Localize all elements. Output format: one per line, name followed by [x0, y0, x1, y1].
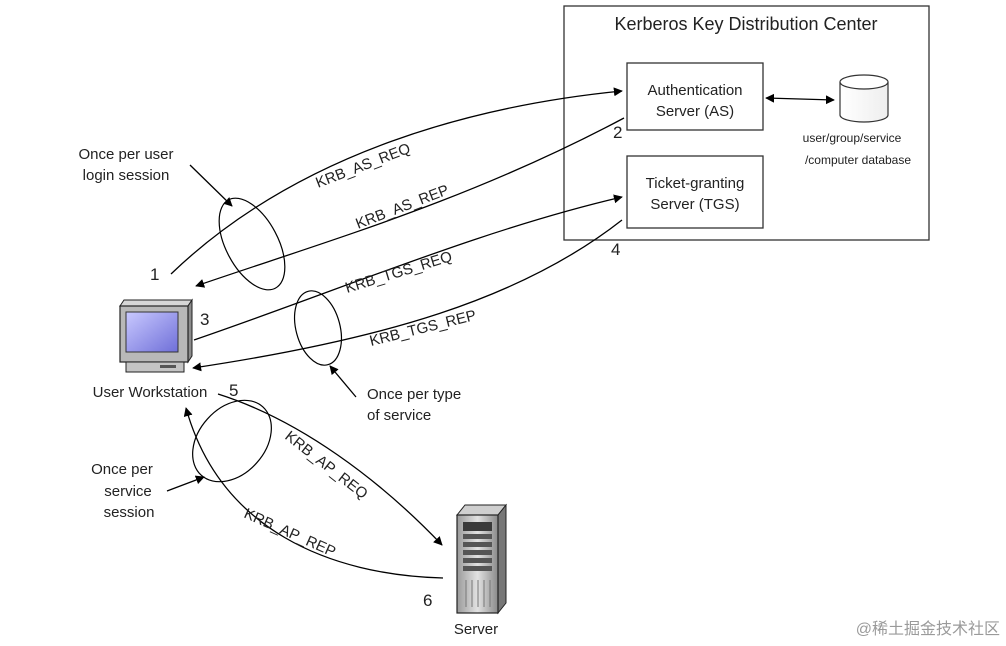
service-session-note-line3: session [104, 504, 155, 521]
service-session-lasso [192, 399, 272, 483]
workstation-icon [119, 298, 193, 373]
step-5: 5 [229, 381, 238, 400]
ap-req-label: KRB_AP_REQ [282, 428, 371, 503]
database-label-line1: user/group/service [803, 131, 902, 145]
step-6: 6 [423, 591, 432, 610]
login-session-note-line1: Once per user [78, 146, 173, 163]
tgs-label-line2: Server (TGS) [650, 196, 739, 213]
step-1: 1 [150, 265, 159, 284]
tgs-req-arrow [193, 194, 623, 341]
database-icon [839, 74, 889, 123]
step-2: 2 [613, 123, 622, 142]
authentication-server-box [626, 62, 764, 131]
service-session-pointer [166, 475, 205, 492]
watermark: @稀土掘金技术社区 [856, 620, 1000, 638]
workstation-label: User Workstation [93, 384, 208, 401]
ap-req-arrow [217, 393, 443, 546]
as-rep-arrow [195, 117, 625, 288]
step-3: 3 [200, 310, 209, 329]
service-session-note-line2: service [104, 483, 152, 500]
as-rep-label: KRB_AS_REP [353, 182, 451, 233]
service-type-note-line2: of service [367, 407, 431, 424]
service-type-note-line1: Once per type [367, 386, 461, 403]
as-req-label: KRB_AS_REQ [313, 140, 412, 192]
tgs-rep-arrow [192, 219, 623, 372]
service-session-note-line1: Once per [91, 461, 153, 478]
login-session-lasso [218, 197, 286, 291]
server-label: Server [454, 621, 498, 638]
tgs-req-label: KRB_TGS_REQ [343, 248, 454, 297]
as-label-line2: Server (AS) [656, 103, 734, 120]
database-label-line2: /computer database [805, 153, 911, 167]
kdc-title: Kerberos Key Distribution Center [614, 14, 877, 34]
ticket-granting-server-box [626, 155, 764, 229]
tgs-rep-label: KRB_TGS_REP [368, 307, 478, 350]
as-label-line1: Authentication [647, 82, 742, 99]
step-4: 4 [611, 240, 620, 259]
service-type-pointer [329, 365, 357, 398]
ap-rep-arrow [183, 407, 444, 579]
server-icon [455, 503, 508, 615]
ap-rep-label: KRB_AP_REP [241, 505, 338, 561]
as-req-arrow [170, 87, 623, 275]
tgs-label-line1: Ticket-granting [646, 175, 745, 192]
login-session-pointer [189, 164, 233, 207]
login-session-note-line2: login session [83, 167, 170, 184]
service-type-lasso [293, 290, 343, 366]
as-db-arrow [765, 93, 835, 105]
